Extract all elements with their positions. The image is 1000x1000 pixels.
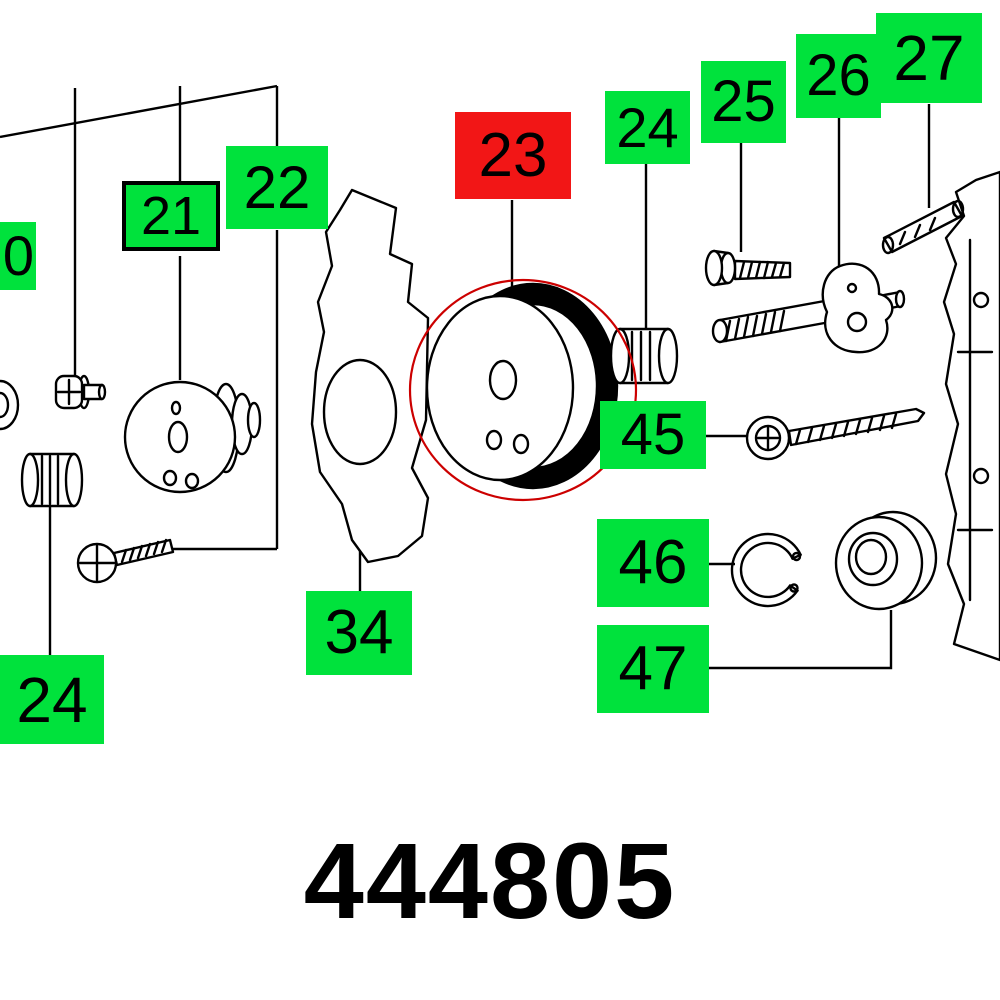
washer-part — [0, 379, 20, 431]
part-label-47[interactable]: 47 — [597, 625, 709, 713]
knurled-cylinder-top-part — [609, 327, 679, 385]
part-label-23[interactable]: 23 — [455, 112, 571, 199]
part-label-21[interactable]: 21 — [122, 181, 220, 251]
phillips-screw-part — [76, 538, 175, 584]
part-label-46[interactable]: 46 — [597, 519, 709, 607]
part-label-27[interactable]: 27 — [876, 13, 982, 103]
part-label-24-bottom[interactable]: 24 — [0, 655, 104, 744]
pin-part — [881, 199, 965, 255]
pulley-part — [123, 380, 262, 494]
part-label-26[interactable]: 26 — [796, 34, 881, 118]
part-label-25[interactable]: 25 — [701, 61, 786, 143]
gasket-plate — [310, 188, 430, 564]
part-label-34[interactable]: 34 — [306, 591, 412, 675]
knurled-cylinder-part — [20, 452, 84, 508]
gear-part — [425, 282, 619, 490]
long-screw-part — [745, 407, 926, 461]
part-label-45[interactable]: 45 — [600, 401, 706, 469]
shaft-cam-part — [711, 262, 906, 354]
bearing-part — [834, 510, 938, 611]
pan-screw-part — [704, 249, 792, 287]
part-label-22[interactable]: 22 — [226, 146, 328, 229]
housing-part — [942, 170, 1000, 662]
part-label-24-top[interactable]: 24 — [605, 91, 690, 164]
part-number: 444805 — [303, 820, 677, 941]
highlight-circle — [408, 278, 638, 502]
leader-lines — [0, 84, 931, 670]
circlip-part — [730, 532, 802, 608]
small-screw-part — [54, 374, 107, 410]
part-label-20[interactable]: 0 — [0, 222, 36, 290]
